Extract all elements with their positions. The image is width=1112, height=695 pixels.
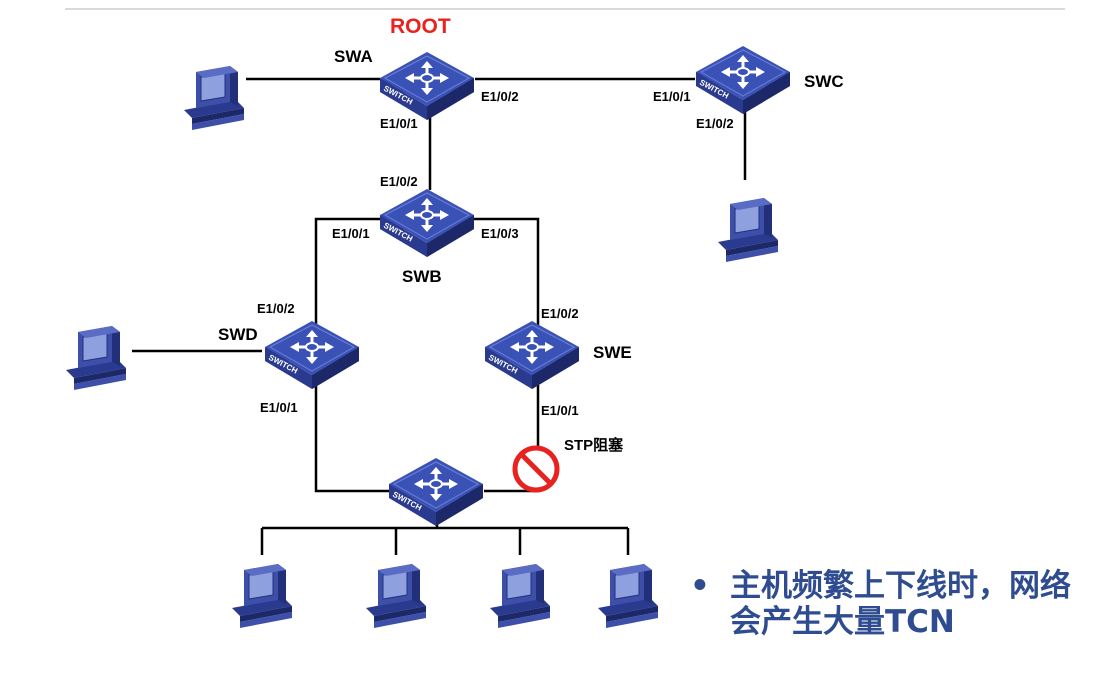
- link-swb-swd: [314, 217, 380, 330]
- swe-label: SWE: [593, 343, 632, 362]
- note-text: 主机频繁上下线时，网络会产生大量TCN: [730, 568, 1071, 640]
- pc-icon: [231, 563, 293, 629]
- port-label: E1/0/1: [380, 116, 418, 131]
- links: [132, 77, 747, 555]
- pc-icon: [597, 563, 659, 629]
- switch-swb: SWITCH: [378, 187, 476, 259]
- port-label: E1/0/2: [696, 116, 734, 131]
- port-label: E1/0/2: [541, 306, 579, 321]
- port-label: E1/0/1: [541, 403, 579, 418]
- pc-icon: [717, 197, 779, 263]
- port-label: E1/0/2: [257, 301, 295, 316]
- note-bullet-item: • 主机频繁上下线时，网络会产生大量TCN: [690, 568, 1090, 640]
- pc-icon: [65, 325, 127, 391]
- switch-swe: SWITCH: [483, 319, 581, 391]
- port-label: E1/0/3: [481, 226, 519, 241]
- swd-label: SWD: [218, 325, 258, 344]
- port-label: E1/0/1: [332, 226, 370, 241]
- pc-icon: [183, 65, 245, 131]
- switch-swa: SWITCH: [378, 50, 476, 122]
- port-label: E1/0/2: [380, 174, 418, 189]
- link-swd-bottom: [314, 385, 390, 493]
- stp-blocked-icon: [512, 445, 560, 493]
- pc-icon: [489, 563, 551, 629]
- bullet-glyph: •: [690, 568, 710, 604]
- switch-bottom: SWITCH: [387, 456, 485, 528]
- port-label: E1/0/1: [653, 89, 691, 104]
- pc-icon: [365, 563, 427, 629]
- switch-swd: SWITCH: [263, 319, 361, 391]
- port-label: E1/0/1: [260, 400, 298, 415]
- port-label: E1/0/2: [481, 89, 519, 104]
- stp-blocked-label: STP阻塞: [564, 436, 624, 454]
- root-label: ROOT: [390, 15, 451, 38]
- swc-label: SWC: [804, 72, 844, 91]
- swa-label: SWA: [334, 47, 373, 66]
- switch-swc: SWITCH: [694, 44, 792, 116]
- swb-label: SWB: [402, 267, 442, 286]
- link-swb-swe: [472, 217, 540, 330]
